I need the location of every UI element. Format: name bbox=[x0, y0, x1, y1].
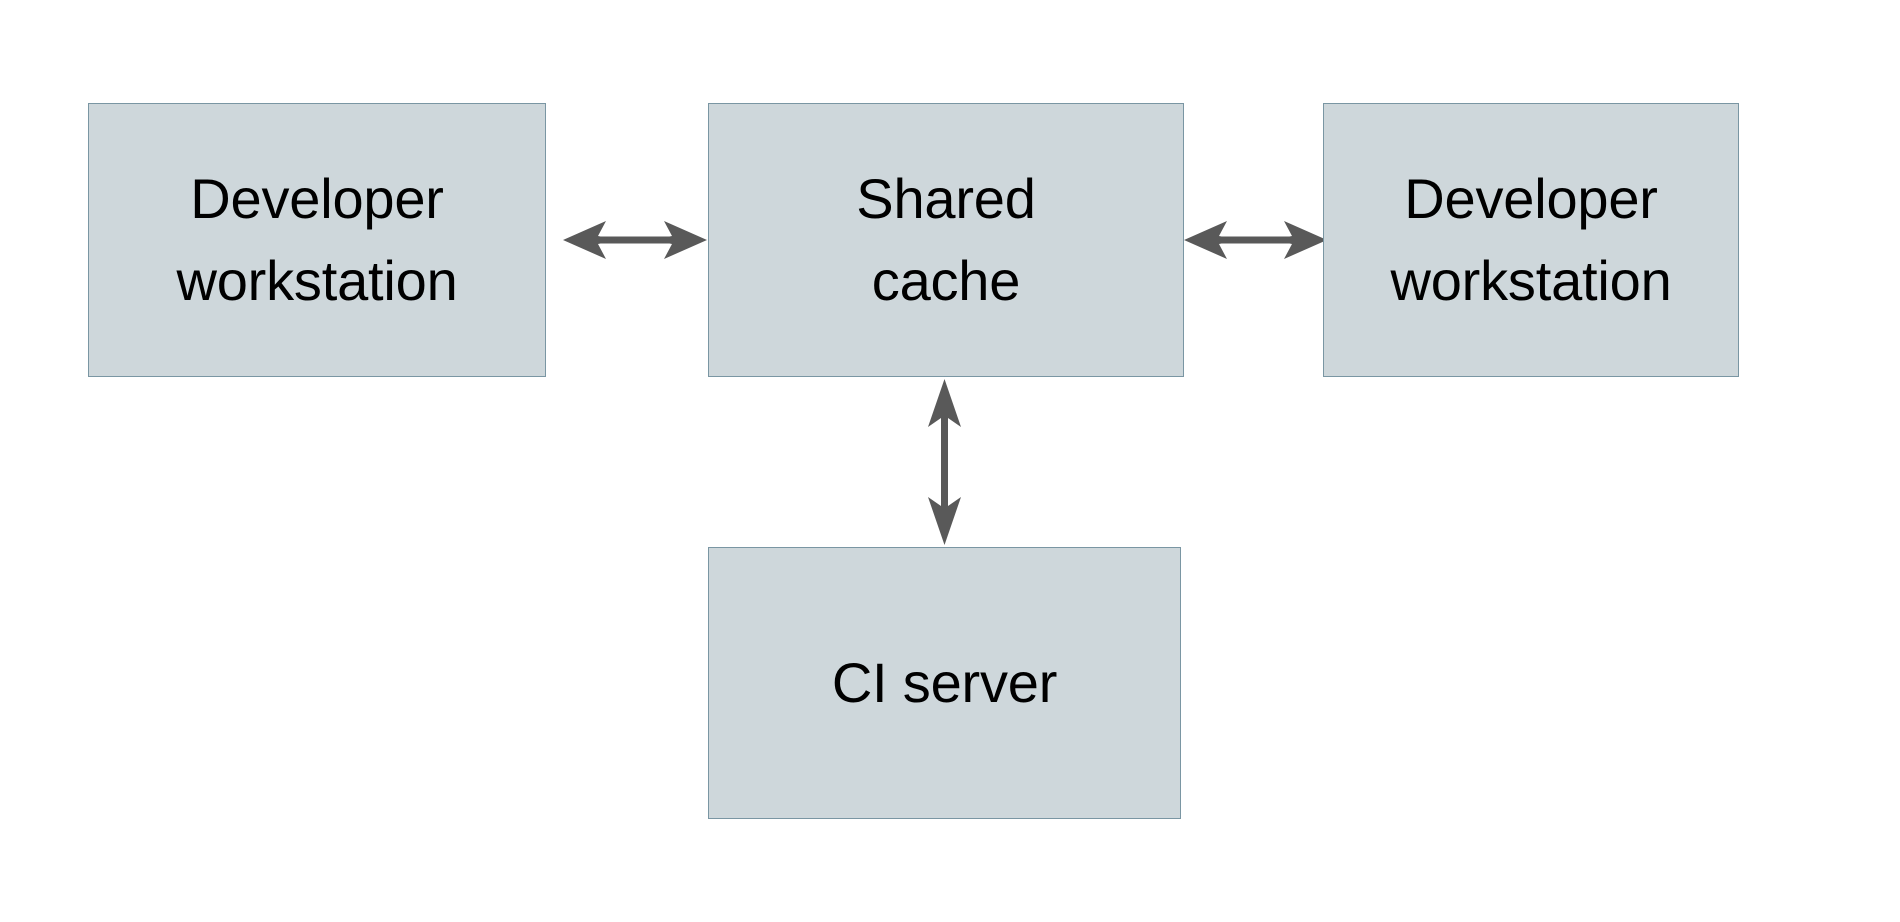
node-developer-workstation-right[interactable]: Developer workstation bbox=[1323, 103, 1739, 377]
edge-shared-ci-arrow bbox=[928, 379, 961, 545]
node-label: Developer workstation bbox=[176, 167, 458, 312]
node-label: CI server bbox=[831, 651, 1058, 715]
node-developer-workstation-left[interactable]: Developer workstation bbox=[88, 103, 546, 377]
node-label: Shared cache bbox=[856, 167, 1036, 312]
edge-dev-left-shared-arrow bbox=[563, 221, 707, 259]
edge-shared-dev-right-arrow bbox=[1184, 221, 1327, 259]
node-ci-server[interactable]: CI server bbox=[708, 547, 1181, 819]
node-label: Developer workstation bbox=[1390, 167, 1672, 312]
node-shared-cache[interactable]: Shared cache bbox=[708, 103, 1184, 377]
